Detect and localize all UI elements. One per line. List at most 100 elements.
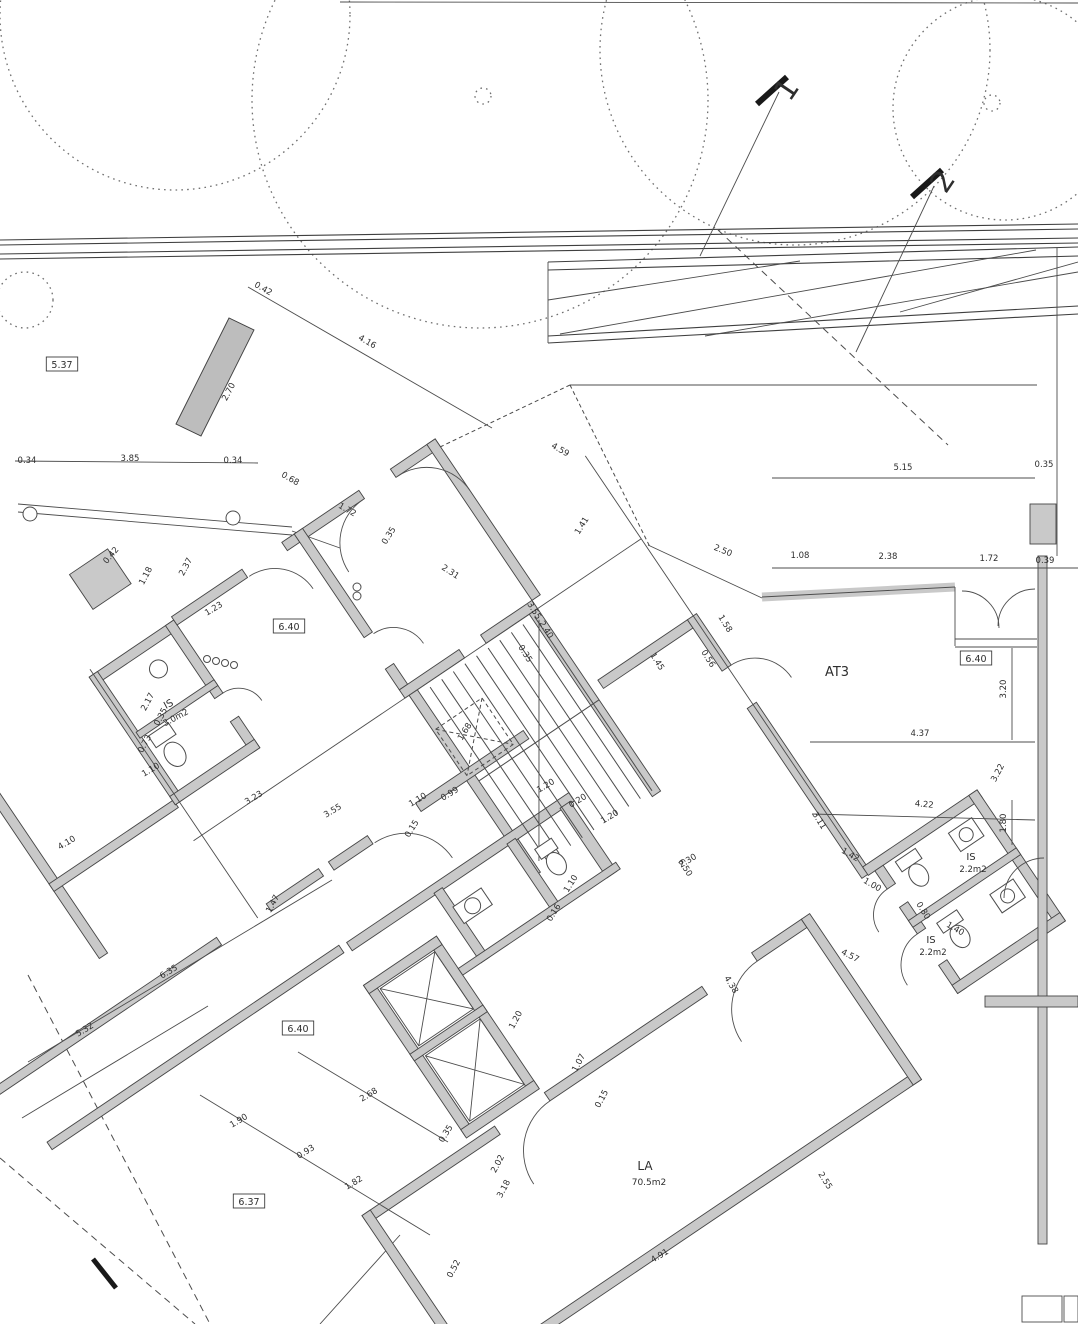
room-label: IS — [966, 852, 975, 863]
tap — [230, 661, 238, 669]
detail-box — [1021, 1295, 1063, 1323]
boxed-dimension-label: 6.40 — [287, 1024, 308, 1035]
building-rotated — [0, 438, 1067, 1324]
dimension-label: 2.17 — [139, 691, 157, 712]
dimension-label: 3.85 — [121, 454, 140, 464]
dimension-label: 0.52 — [445, 1258, 463, 1279]
stair-direction-line — [538, 619, 540, 862]
right-wing — [761, 503, 1078, 1245]
dimension-label: 1.45 — [647, 651, 666, 672]
road-lines — [0, 1, 1078, 556]
dimension-label: 1.20 — [535, 777, 556, 795]
dimension-label: 0.35 — [437, 1123, 456, 1144]
dimension-label: 4.37 — [911, 729, 930, 739]
dimension-label: 3.20 — [999, 680, 1009, 699]
dimension-label: 0.68 — [279, 470, 300, 488]
room-label: 2.2m2 — [919, 948, 946, 958]
dimension-label: 1.58 — [715, 613, 734, 634]
dimension-label: 2.02 — [489, 1153, 507, 1174]
dimension-label: 1.20 — [599, 808, 620, 826]
tree-center-mark — [474, 87, 492, 105]
room-label: IS — [926, 935, 935, 946]
small-details — [203, 582, 362, 669]
property-line — [27, 974, 211, 1324]
fence-post — [22, 506, 38, 522]
dimension-label: 4.22 — [914, 799, 934, 811]
dimension-lines — [21, 477, 1078, 1236]
toilet — [908, 863, 930, 887]
tree-circle — [0, 271, 54, 329]
elevator-shaft — [424, 1018, 525, 1122]
door-pivot — [352, 582, 362, 592]
door-arcs — [222, 466, 918, 1185]
dimension-label: 0.39 — [1036, 556, 1055, 566]
dimension-label: 0.35 — [1035, 460, 1054, 470]
dimension-label: 3.22 — [989, 762, 1007, 783]
tap — [221, 659, 229, 667]
dimension-label: 2.31 — [439, 563, 460, 582]
tree-circles — [0, 0, 1078, 329]
dimension-label: 2.50 — [712, 543, 733, 559]
dimension-label: 0.34 — [224, 456, 243, 466]
section-cut-line — [717, 229, 949, 446]
sink — [148, 659, 168, 679]
tree-center-mark — [983, 94, 1001, 112]
dimension-label: 0.93 — [295, 1143, 316, 1161]
tap — [203, 655, 211, 663]
dimension-label: 1.18 — [137, 565, 155, 586]
stair — [429, 616, 653, 862]
sink — [958, 827, 974, 843]
door-pivot — [352, 591, 362, 601]
dimension-label: 4.10 — [56, 834, 77, 852]
room-label: AT3 — [825, 665, 849, 680]
sink — [464, 897, 482, 915]
dimension-label: 2.37 — [177, 556, 195, 577]
section-marker-2-tick — [909, 167, 945, 200]
room-label: LA — [637, 1159, 653, 1173]
tap — [212, 657, 220, 665]
dimension-label: 0.15 — [593, 1088, 611, 1109]
dimension-label: 1.41 — [573, 515, 592, 536]
dimension-label: 1.20 — [507, 1009, 525, 1030]
elevators — [379, 951, 525, 1122]
dimension-label: 1.90 — [228, 1112, 249, 1130]
dimension-label: 1.82 — [343, 1174, 364, 1192]
property-line — [0, 1157, 196, 1324]
site-wall — [984, 995, 1078, 1008]
boxed-dimension-label: 6.40 — [278, 622, 299, 633]
dimension-label: 4.38 — [721, 974, 740, 995]
boxed-dimension: 6.40 — [959, 650, 993, 666]
dimension-label: 0.42 — [102, 545, 122, 566]
dimension-label: 2.55 — [815, 1170, 834, 1191]
tree-circle — [251, 0, 709, 329]
boxed-dimension-label: 5.37 — [51, 360, 72, 371]
dimension-label: 3.55 — [322, 802, 343, 820]
dimension-label: 1.08 — [791, 551, 810, 561]
toilet-tank — [147, 721, 177, 749]
fence-post — [225, 510, 241, 526]
toilet — [163, 741, 187, 767]
dimension-label: 3.23 — [243, 789, 264, 807]
boxed-dimension-label: 6.40 — [965, 654, 986, 665]
site-wall — [1037, 555, 1048, 1245]
section-marker-label: 2 — [923, 164, 963, 199]
dimension-label: 1.72 — [980, 554, 999, 564]
boxed-dimension: 5.37 — [45, 356, 79, 372]
fixtures — [147, 659, 1027, 949]
pier — [1029, 503, 1057, 545]
dimension-label: 3.18 — [495, 1178, 513, 1199]
boxed-dimension: 6.37 — [232, 1193, 266, 1209]
dimension-label: 1.00 — [861, 876, 882, 894]
dimension-label: 4.59 — [549, 441, 570, 459]
dimension-label: 0.15 — [403, 818, 422, 839]
boxed-dimension-label: 6.37 — [238, 1197, 259, 1208]
dimension-label: 5.15 — [894, 463, 913, 473]
boxed-dimension: 6.40 — [272, 618, 306, 634]
room-label: IS — [162, 698, 175, 712]
room-label: 70.5m2 — [632, 1178, 667, 1188]
shaft-void — [434, 697, 515, 777]
dimension-label: 2.68 — [358, 1086, 379, 1104]
